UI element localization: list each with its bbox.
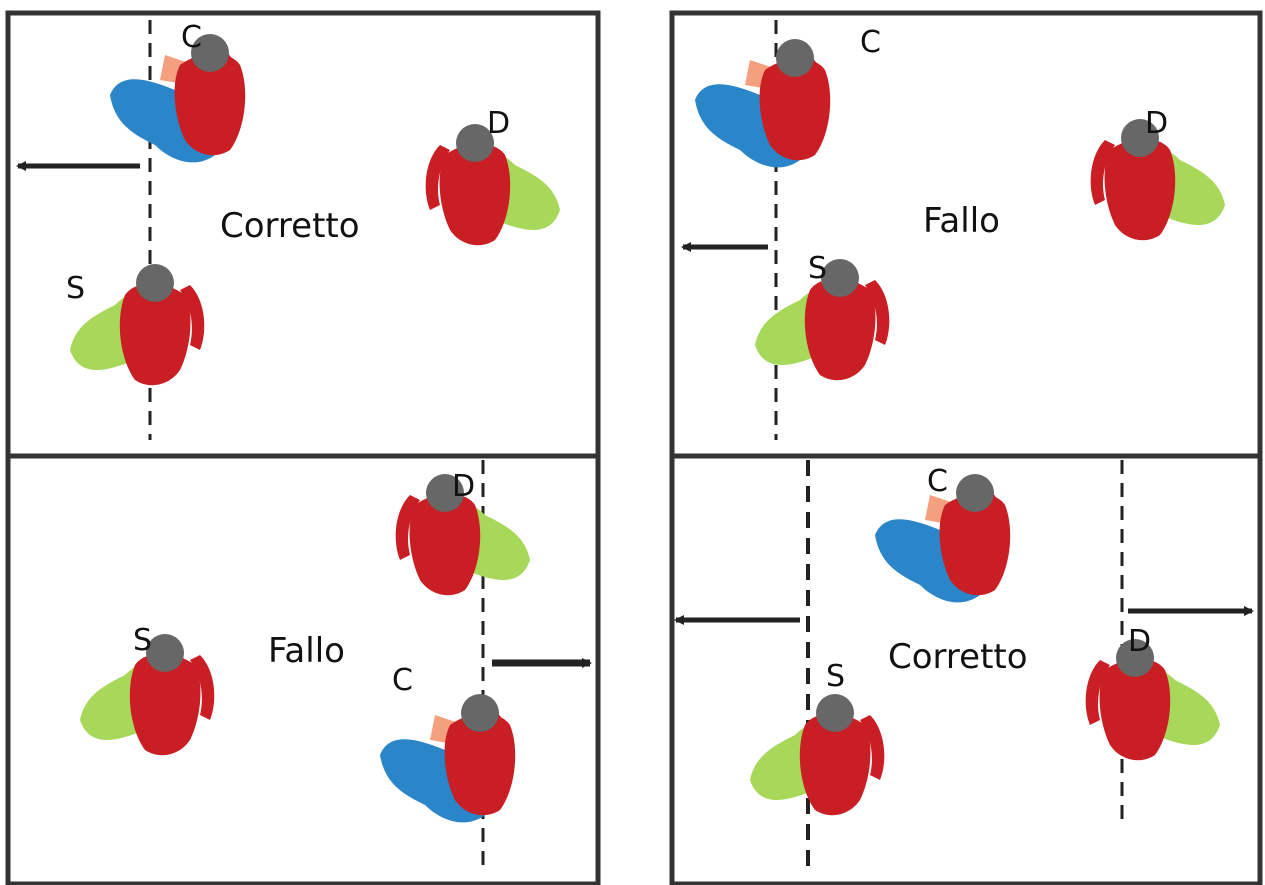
player-s xyxy=(750,694,885,816)
panel-top-right: C D S Fallo xyxy=(669,10,1263,459)
player-label: D xyxy=(487,106,510,141)
panel-top-left: C D S Corretto xyxy=(5,10,601,459)
player-label: D xyxy=(452,469,475,504)
player-label: S xyxy=(66,271,85,306)
panel-bottom-right: C D S Corretto xyxy=(669,453,1263,885)
player-label: D xyxy=(1128,624,1151,659)
panel-bottom-left: D S C Fallo xyxy=(5,453,601,885)
player-label: S xyxy=(826,659,845,694)
player-d xyxy=(425,124,560,246)
player-label: D xyxy=(1145,106,1168,141)
panel-caption: Fallo xyxy=(268,631,345,671)
player-s xyxy=(70,264,205,386)
player-label: C xyxy=(927,464,948,499)
panel-frame xyxy=(5,453,601,885)
player-label: C xyxy=(181,20,202,55)
player-c xyxy=(380,694,516,823)
player-label: S xyxy=(133,623,152,658)
panel-caption: Corretto xyxy=(220,206,360,246)
player-label: C xyxy=(860,25,881,60)
player-c xyxy=(695,39,831,168)
panel-caption: Corretto xyxy=(888,637,1028,677)
player-c xyxy=(110,34,246,163)
panel-frame xyxy=(669,453,1263,885)
panel-caption: Fallo xyxy=(923,201,1000,241)
player-label: S xyxy=(808,251,827,286)
player-d xyxy=(1085,639,1220,761)
player-label: C xyxy=(392,663,413,698)
